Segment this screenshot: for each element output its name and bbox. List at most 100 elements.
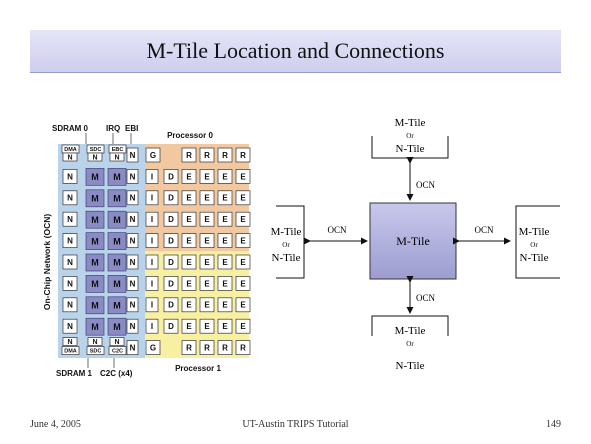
e-tile [235,254,251,270]
processor0-label: Processor 0 [167,131,213,140]
m-tile [85,189,105,208]
g-tile-label: G [150,151,156,160]
neighbor-right-line1: M-Tile [519,226,550,238]
n-tile-label: N [130,172,136,181]
n-tile-label: N [130,215,136,224]
e-tile-label: E [222,194,228,203]
i-tile [145,318,159,334]
e-tile [235,211,251,227]
e-tile-label: E [240,279,246,288]
n-tile [109,337,125,346]
e-tile-label: E [222,172,228,181]
neighbor-right: M-Tile Or N-Tile [515,205,560,279]
neighbor-top: M-Tile Or N-Tile [371,117,449,159]
footer-title: UT-Austin TRIPS Tutorial [242,419,349,430]
d-tile [163,276,179,291]
d-tile-label: D [168,279,174,288]
m-tile [107,168,127,186]
n-tile [126,340,139,355]
e-tile [181,233,197,248]
e-tile [199,254,215,270]
footer-page-number: 149 [546,419,561,430]
d-tile [163,169,179,184]
m-tile-label: M [91,194,99,204]
m-tile-label: M [91,215,99,225]
e-tile [199,211,215,227]
e-tile [217,190,233,206]
i-tile-label: I [151,172,153,181]
e-tile [217,297,233,313]
n-tile [126,147,139,163]
i-tile-label: I [151,194,153,203]
d-tile [163,211,179,227]
n-tile [126,190,139,206]
n-tile [126,254,139,270]
n-tile-label: N [130,343,136,352]
n-tile [62,190,78,206]
n-tile [62,276,78,291]
r-tile [181,147,197,163]
i-tile [145,169,159,184]
e-tile-label: E [204,194,210,203]
r-tile-label: R [222,151,228,160]
e-tile-label: E [186,322,192,331]
r-tile [199,340,215,355]
sdram0-label: SDRAM 0 [52,124,89,133]
ocn-label-top: OCN [416,180,436,190]
e-tile [235,318,251,334]
e-tile [217,233,233,248]
e-tile-label: E [204,322,210,331]
n-tile-label: N [130,322,136,331]
d-tile [163,254,179,270]
m-tile-label: M [91,172,99,182]
m-tile [85,232,105,250]
e-tile-label: E [240,301,246,310]
d-tile-label: D [168,322,174,331]
i-tile [145,190,159,206]
neighbor-right-line2: Or [530,241,538,249]
n-tile-label: N [114,339,119,346]
title-bar: M-Tile Location and Connections [30,30,561,73]
g-tile [145,147,161,163]
neighbor-left-line1: M-Tile [271,226,302,238]
e-tile [199,190,215,206]
c2c-label: C2C (x4) [100,369,133,378]
e-tile-label: E [186,301,192,310]
center-m-tile-label: M-Tile [396,234,430,248]
e-tile [181,190,197,206]
e-tile-label: E [222,322,228,331]
e-tile-label: E [186,279,192,288]
n-tile [62,337,78,346]
m-tile-label: M [113,215,121,225]
e-tile [199,318,215,334]
i-tile-label: I [151,215,153,224]
small-port-tile-label: SDC [90,349,102,355]
n-tile-label: N [92,155,97,162]
m-tile [107,296,127,315]
small-port-tile-label: C2C [112,349,123,355]
n-tile-label: N [67,301,73,310]
m-tile [85,275,105,293]
n-tile-label: N [67,215,73,224]
m-tile-label: M [91,258,99,268]
m-tile-label: M [113,258,121,268]
footer-date: June 4, 2005 [30,419,81,430]
e-tile-label: E [240,258,246,267]
e-tile-label: E [186,236,192,245]
e-tile-label: E [240,322,246,331]
neighbor-top-line3: N-Tile [396,143,425,155]
d-tile [163,297,179,313]
n-tile-label: N [67,172,73,181]
d-tile-label: D [168,215,174,224]
processor1-region [145,251,249,358]
sdram1-label: SDRAM 1 [56,369,93,378]
e-tile-label: E [222,258,228,267]
neighbor-bottom-line1: M-Tile [395,325,426,337]
e-tile-label: E [204,236,210,245]
i-tile [145,254,159,270]
ocn-label-left: OCN [327,225,347,235]
m-tile-label: M [113,279,121,289]
neighbor-left-line2: Or [282,241,290,249]
e-tile-label: E [240,215,246,224]
n-tile [126,297,139,313]
